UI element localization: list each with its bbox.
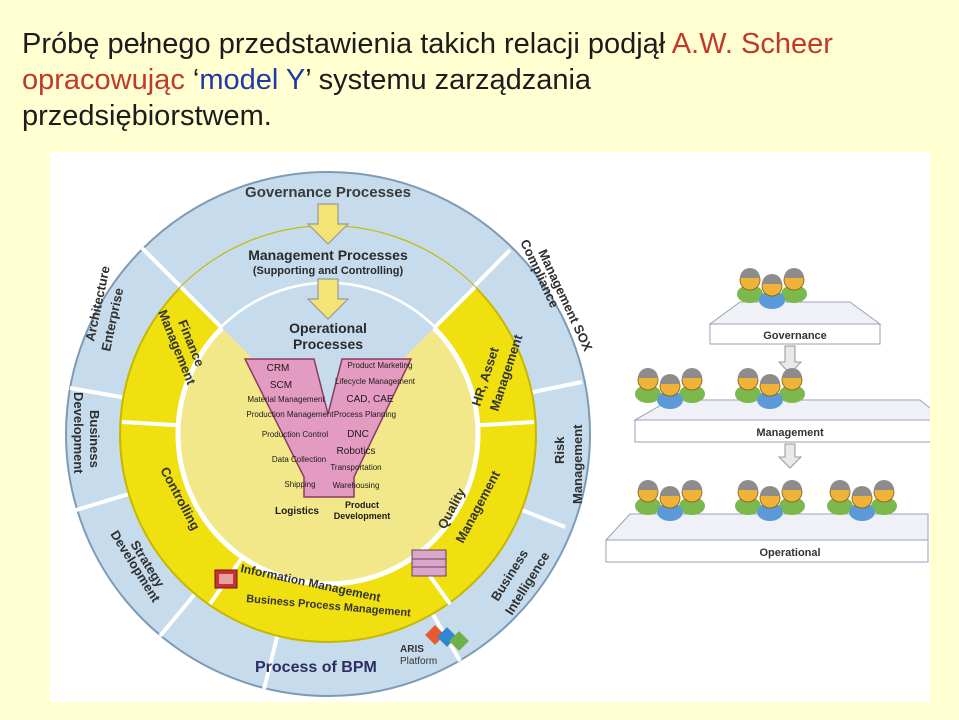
pyramid-governance-label: Governance bbox=[763, 330, 827, 342]
person-icon bbox=[737, 268, 763, 303]
product-dev-label-1: Product bbox=[345, 500, 379, 510]
governance-platform-front bbox=[709, 323, 881, 345]
title-part1: Próbę pełnego przedstawienia takich rela… bbox=[22, 28, 672, 60]
arrow-management bbox=[306, 278, 350, 320]
person-icon bbox=[657, 486, 683, 521]
operational-wedge bbox=[222, 284, 434, 434]
risk-label-2: Management bbox=[570, 424, 585, 504]
person-icon bbox=[871, 480, 897, 515]
pyramid-management-label: Management bbox=[756, 427, 824, 439]
aris-logo-icon bbox=[425, 625, 469, 651]
y-right-4: DNC bbox=[347, 429, 369, 440]
aris-platform-label: Platform bbox=[400, 656, 437, 667]
person-icon bbox=[679, 368, 705, 403]
y-right-1: Lifecycle Management bbox=[335, 377, 416, 386]
pyramid-arrow-1 bbox=[777, 345, 803, 375]
person-icon bbox=[635, 480, 661, 515]
title-quote-open: ‘ bbox=[192, 64, 200, 96]
person-icon bbox=[849, 486, 875, 521]
pyramid-operational-label: Operational bbox=[759, 547, 820, 559]
operational-platform-front bbox=[605, 539, 929, 563]
y-right-0: Product Marketing bbox=[348, 361, 413, 370]
logistics-label: Logistics bbox=[275, 506, 319, 517]
title-part4: przedsiębiorstwem. bbox=[22, 100, 272, 132]
pyramid-arrow-2 bbox=[777, 443, 803, 469]
person-icon bbox=[657, 374, 683, 409]
person-icon bbox=[827, 480, 853, 515]
person-icon bbox=[779, 480, 805, 515]
y-left-4: Production Control bbox=[262, 430, 328, 439]
title-part3: systemu zarządzania bbox=[310, 64, 592, 96]
y-left-6: Shipping bbox=[284, 480, 315, 489]
governance-platform bbox=[708, 301, 882, 325]
title-quote-close: ’ bbox=[305, 64, 311, 96]
operational-label-2: Processes bbox=[293, 336, 363, 352]
person-icon bbox=[757, 374, 783, 409]
risk-label-1: Risk bbox=[552, 436, 567, 464]
figure-svg: Governance Processes Management Processe… bbox=[65, 171, 947, 697]
person-icon bbox=[735, 368, 761, 403]
y-left-labels: CRM SCM Material Management Production M… bbox=[246, 363, 334, 489]
title-part2: opracowując bbox=[22, 64, 193, 96]
management-label: Management Processes bbox=[248, 247, 408, 263]
aris-label: ARIS bbox=[400, 644, 424, 655]
y-shape bbox=[243, 358, 413, 498]
y-right-5: Robotics bbox=[337, 446, 376, 457]
title-author: A.W. Scheer bbox=[671, 28, 833, 60]
bpm-label: Process of BPM bbox=[255, 659, 377, 676]
y-right-6: Transportation bbox=[330, 463, 381, 472]
y-left-1: SCM bbox=[270, 380, 292, 391]
figure: Governance Processes Management Processe… bbox=[50, 152, 947, 702]
person-icon bbox=[759, 274, 785, 309]
person-icon bbox=[779, 368, 805, 403]
person-icon bbox=[735, 480, 761, 515]
y-right-2: CAD, CAE bbox=[346, 394, 394, 405]
y-right-3: Process Planning bbox=[334, 410, 396, 419]
y-left-0: CRM bbox=[267, 363, 290, 374]
y-right-labels: Product Marketing Lifecycle Management C… bbox=[330, 361, 415, 490]
management-sub-label: (Supporting and Controlling) bbox=[253, 265, 404, 277]
process-arrows bbox=[306, 203, 350, 320]
y-left-5: Data Collection bbox=[272, 455, 326, 464]
operational-label-1: Operational bbox=[289, 320, 367, 336]
people-icons bbox=[635, 268, 897, 521]
product-dev-label-2: Development bbox=[334, 511, 391, 521]
pyramid: Governance Management Operational bbox=[604, 301, 947, 563]
y-left-2: Material Management bbox=[247, 395, 325, 404]
person-icon bbox=[757, 486, 783, 521]
person-icon bbox=[635, 368, 661, 403]
governance-label: Governance Processes bbox=[245, 184, 411, 201]
server-icon bbox=[411, 549, 447, 577]
business-dev-label-2: Development bbox=[71, 392, 86, 474]
title-model: model Y bbox=[199, 64, 306, 96]
business-dev-label-1: Business bbox=[87, 410, 102, 468]
slide-title: Próbę pełnego przedstawienia takich rela… bbox=[22, 26, 942, 134]
person-icon bbox=[781, 268, 807, 303]
y-right-7: Warehousing bbox=[333, 481, 380, 490]
y-left-3: Production Management bbox=[246, 410, 334, 419]
person-icon bbox=[679, 480, 705, 515]
arrow-governance bbox=[306, 203, 350, 245]
database-icon bbox=[214, 569, 238, 589]
